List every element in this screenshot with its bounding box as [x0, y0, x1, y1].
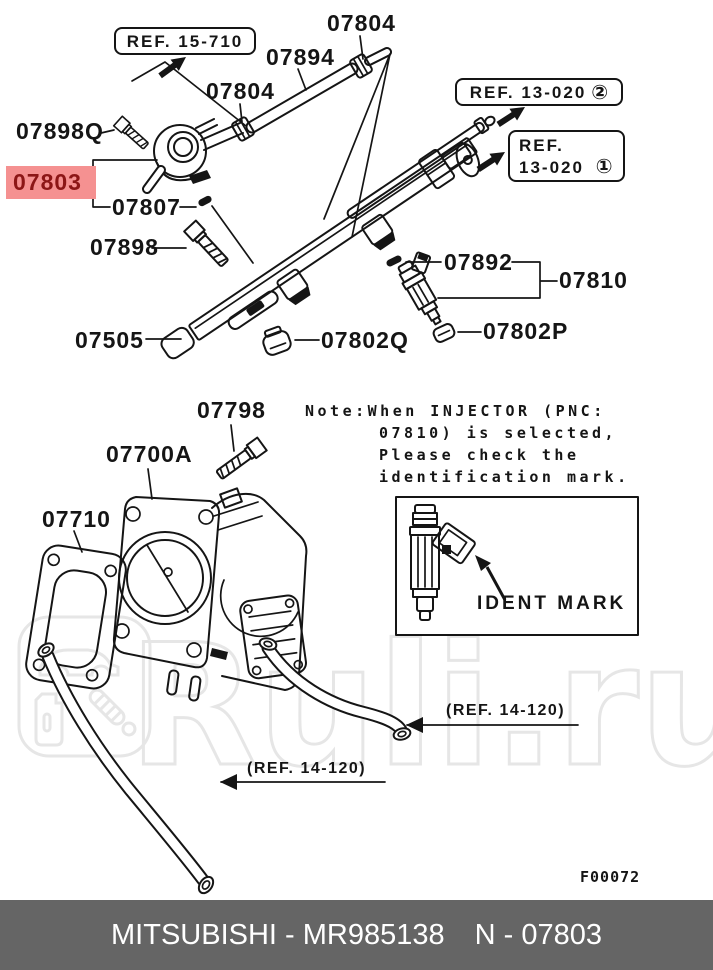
part-label-07894[interactable]: 07894 [266, 44, 335, 70]
ref-13-020-1-line2-wrap: 13-020 ① [519, 156, 613, 176]
note-line-1: Note:When INJECTOR (PNC: [305, 402, 606, 420]
watermark-logo: Ruli.ru [17, 607, 713, 806]
part-label-07700a[interactable]: 07700A [106, 441, 193, 467]
part-label-07810[interactable]: 07810 [559, 267, 628, 293]
injector-drawing [397, 251, 442, 326]
part-label-07802q[interactable]: 07802Q [321, 327, 409, 353]
fuel-hose-drawing [231, 47, 392, 142]
note-line-2: 07810) is selected, [379, 424, 618, 442]
fuel-rail-drawing [160, 115, 496, 360]
vacuum-hoses-drawing [37, 637, 412, 895]
footer-pnc: N - 07803 [474, 918, 602, 951]
part-label-07898[interactable]: 07898 [90, 234, 159, 260]
ident-mark-label: IDENT MARK [477, 593, 627, 614]
footer-brand-part: MITSUBISHI - MR985138 [111, 918, 445, 951]
part-label-07505[interactable]: 07505 [75, 327, 144, 353]
throttle-body-drawing [112, 487, 308, 702]
ref-13-020-1-line1: REF. [519, 135, 564, 155]
ref-13-020-1-number: ① [595, 153, 613, 178]
cap-07802p-drawing [432, 323, 456, 343]
note-line-4: identification mark. [379, 468, 630, 486]
pointer-wedge [323, 53, 391, 238]
ref-14-120-right[interactable]: (REF. 14-120) [446, 702, 566, 719]
note-line-3: Please check the [379, 446, 580, 464]
bolt-07898q-drawing [112, 115, 149, 150]
footer-bar: MITSUBISHI - MR985138 N - 07803 [0, 900, 713, 970]
part-label-07804-mid[interactable]: 07804 [206, 78, 275, 104]
pressure-regulator-drawing [142, 118, 244, 194]
leader-lines [73, 35, 579, 783]
part-label-07898q[interactable]: 07898Q [16, 118, 104, 144]
part-label-07710[interactable]: 07710 [42, 506, 111, 532]
highlighted-part-07803[interactable]: 07803 [6, 166, 96, 200]
part-label-07802p[interactable]: 07802P [483, 318, 569, 344]
ident-mark-box [395, 496, 639, 636]
part-label-07892[interactable]: 07892 [444, 249, 513, 275]
direction-arrows [158, 57, 525, 790]
car-icon [38, 648, 120, 677]
ref-13-020-2-number: ② [591, 80, 609, 104]
ref-15-710-label: REF. 15-710 [126, 31, 244, 51]
ref-13-020-1-box[interactable]: REF. 13-020 ① [508, 130, 625, 182]
shock-absorber-icon [88, 688, 137, 737]
part-label-07807[interactable]: 07807 [112, 194, 181, 220]
bolt-07798-drawing [215, 436, 268, 480]
watermark-text: Ruli.ru [128, 608, 713, 804]
ref-13-020-2-label: REF. 13-020 [469, 82, 587, 102]
cap-07802q-drawing [262, 325, 292, 356]
part-label-07798[interactable]: 07798 [197, 397, 266, 423]
figure-code: F00072 [580, 868, 641, 886]
oil-can-icon [34, 692, 64, 747]
ref-15-710-box[interactable]: REF. 15-710 [114, 27, 256, 55]
ref-13-020-2-box[interactable]: REF. 13-020 ② [455, 78, 623, 106]
ref-13-020-1-line2: 13-020 [519, 157, 584, 177]
ref-14-120-bottom[interactable]: (REF. 14-120) [247, 760, 367, 777]
part-label-07804-top[interactable]: 07804 [327, 10, 396, 36]
injector-note: Note:When INJECTOR (PNC: 07810) is selec… [305, 400, 630, 488]
bolt-07898-drawing [183, 219, 229, 267]
